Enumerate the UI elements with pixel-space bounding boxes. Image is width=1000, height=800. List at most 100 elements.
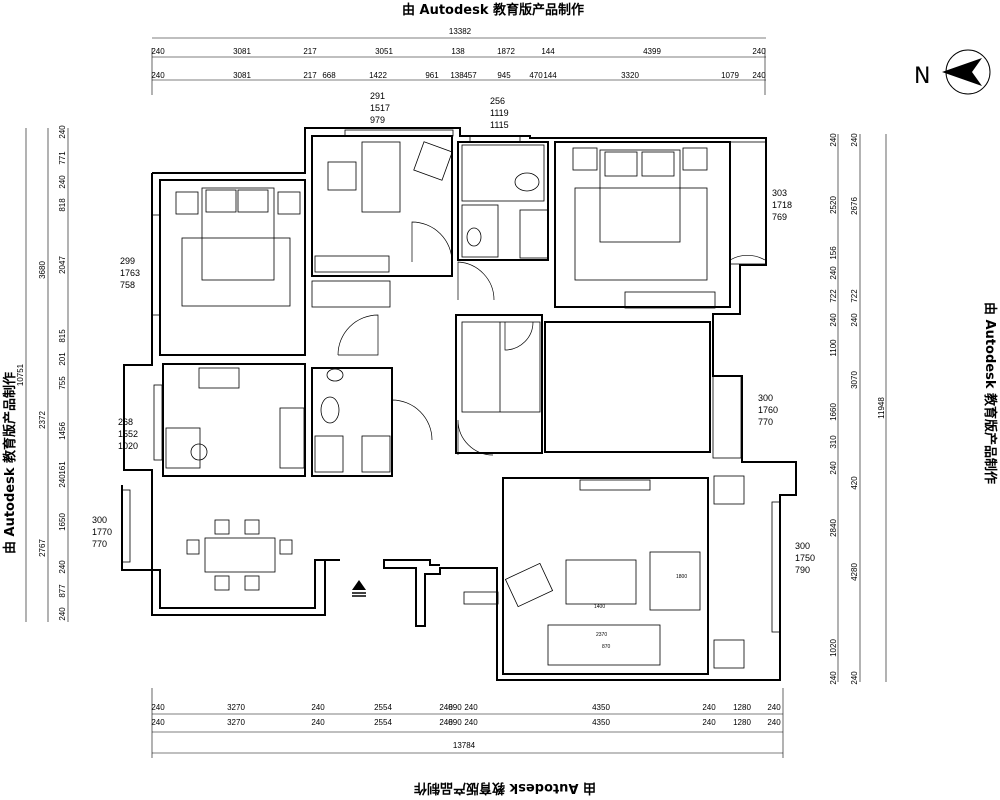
top-dimensions bbox=[151, 37, 766, 95]
tv-cabinet-label: 1400 bbox=[594, 604, 605, 610]
svg-text:1115: 1115 bbox=[490, 120, 509, 130]
north-arrow: N bbox=[914, 49, 991, 95]
dim-label: 2767 bbox=[38, 539, 47, 557]
dim-label: 470 bbox=[529, 71, 543, 80]
dim-label: 240 bbox=[829, 266, 838, 280]
svg-text:300: 300 bbox=[758, 393, 773, 403]
dim-label: 138 bbox=[450, 71, 464, 80]
dim-right-overall: 11948 bbox=[877, 397, 886, 419]
dim-label: 240 bbox=[58, 125, 67, 139]
window-label-8: 300 1750 790 bbox=[795, 541, 815, 575]
dim-label: 890 bbox=[448, 718, 462, 727]
dim-left-overall: 10751 bbox=[16, 363, 25, 386]
watermark-left: 由 Autodesk 教育版产品制作 bbox=[2, 372, 18, 554]
dim-label: 755 bbox=[58, 376, 67, 390]
svg-text:979: 979 bbox=[370, 115, 385, 125]
dim-label: 961 bbox=[425, 71, 439, 80]
dim-label: 3051 bbox=[375, 47, 393, 56]
watermark-bottom: 由 Autodesk 教育版产品制作 bbox=[414, 780, 596, 796]
dim-label: 2047 bbox=[58, 256, 67, 274]
bed-left bbox=[175, 187, 301, 307]
dim-label: 457 bbox=[463, 71, 477, 80]
dim-label: 240 bbox=[58, 607, 67, 621]
closet bbox=[461, 321, 541, 413]
svg-text:1020: 1020 bbox=[118, 441, 138, 451]
window-label-5: 268 1552 1020 bbox=[118, 417, 138, 451]
svg-text:758: 758 bbox=[120, 280, 135, 290]
dim-label: 217 bbox=[303, 47, 317, 56]
left-dimensions bbox=[25, 128, 69, 622]
dim-label: 240 bbox=[702, 703, 716, 712]
kitchen-fixtures bbox=[165, 367, 305, 469]
watermark-right: 由 Autodesk 教育版产品制作 bbox=[982, 302, 998, 484]
dim-label: 4350 bbox=[592, 718, 610, 727]
dim-label: 1280 bbox=[733, 703, 751, 712]
dim-label: 240 bbox=[58, 560, 67, 574]
dim-label: 240 bbox=[850, 671, 859, 685]
dim-label: 945 bbox=[497, 71, 511, 80]
svg-text:1770: 1770 bbox=[92, 527, 112, 537]
window-label-2: 256 1119 1115 bbox=[490, 96, 509, 130]
dim-label: 1100 bbox=[829, 339, 838, 357]
dim-label: 3680 bbox=[38, 261, 47, 279]
dim-label: 240 bbox=[752, 47, 766, 56]
dim-label: 240 bbox=[151, 47, 165, 56]
dim-label: 1020 bbox=[829, 639, 838, 657]
dim-label: 201 bbox=[58, 352, 67, 366]
dim-label: 1660 bbox=[829, 403, 838, 421]
window-label-7: 300 1770 770 bbox=[92, 515, 112, 549]
dim-label: 3081 bbox=[233, 71, 251, 80]
right-dims-inner: 2402520156240722240110016603102402840102… bbox=[829, 133, 838, 685]
walls bbox=[121, 127, 797, 681]
dim-label: 240 bbox=[850, 133, 859, 147]
dim-bottom-overall: 13784 bbox=[453, 741, 476, 750]
dim-label: 2840 bbox=[829, 519, 838, 537]
dim-label: 668 bbox=[322, 71, 336, 80]
svg-text:1718: 1718 bbox=[772, 200, 792, 210]
dim-label: 144 bbox=[541, 47, 555, 56]
dim-label: 138 bbox=[451, 47, 465, 56]
svg-text:1552: 1552 bbox=[118, 429, 138, 439]
dim-label: 1456 bbox=[58, 422, 67, 440]
dim-label: 722 bbox=[850, 289, 859, 303]
dim-label: 2554 bbox=[374, 718, 392, 727]
dim-label: 4399 bbox=[643, 47, 661, 56]
sofa-side-label: 1800 bbox=[676, 574, 687, 580]
dim-label: 240 bbox=[439, 718, 453, 727]
svg-text:300: 300 bbox=[795, 541, 810, 551]
dim-label: 1280 bbox=[733, 718, 751, 727]
dim-label: 240 bbox=[58, 175, 67, 189]
dim-label: 4280 bbox=[850, 563, 859, 581]
dim-label: 240 bbox=[829, 671, 838, 685]
dim-label: 240 bbox=[311, 703, 325, 712]
dim-label: 240 bbox=[767, 703, 781, 712]
dim-top-overall: 13382 bbox=[449, 27, 472, 36]
dim-label: 310 bbox=[829, 435, 838, 449]
dim-label: 815 bbox=[58, 329, 67, 343]
dim-label: 240 bbox=[311, 718, 325, 727]
svg-text:1760: 1760 bbox=[758, 405, 778, 415]
dim-label: 1422 bbox=[369, 71, 387, 80]
dim-label: 818 bbox=[58, 198, 67, 212]
dim-label: 722 bbox=[829, 289, 838, 303]
svg-text:303: 303 bbox=[772, 188, 787, 198]
dim-label: 240 bbox=[829, 133, 838, 147]
dim-label: 240 bbox=[464, 718, 478, 727]
svg-text:299: 299 bbox=[120, 256, 135, 266]
dim-label: 240 bbox=[439, 703, 453, 712]
right-dimensions bbox=[837, 134, 887, 682]
north-arrow-icon bbox=[942, 58, 982, 86]
dim-label: 4350 bbox=[592, 703, 610, 712]
sofa-length-label: 2370 bbox=[596, 632, 607, 638]
dim-label: 240 bbox=[752, 71, 766, 80]
dim-label: 240 bbox=[151, 71, 165, 80]
study-furniture bbox=[311, 141, 453, 308]
dim-label: 1872 bbox=[497, 47, 515, 56]
svg-text:770: 770 bbox=[758, 417, 773, 427]
dim-label: 420 bbox=[850, 476, 859, 490]
north-label: N bbox=[914, 64, 930, 89]
dim-label: 2520 bbox=[829, 196, 838, 214]
